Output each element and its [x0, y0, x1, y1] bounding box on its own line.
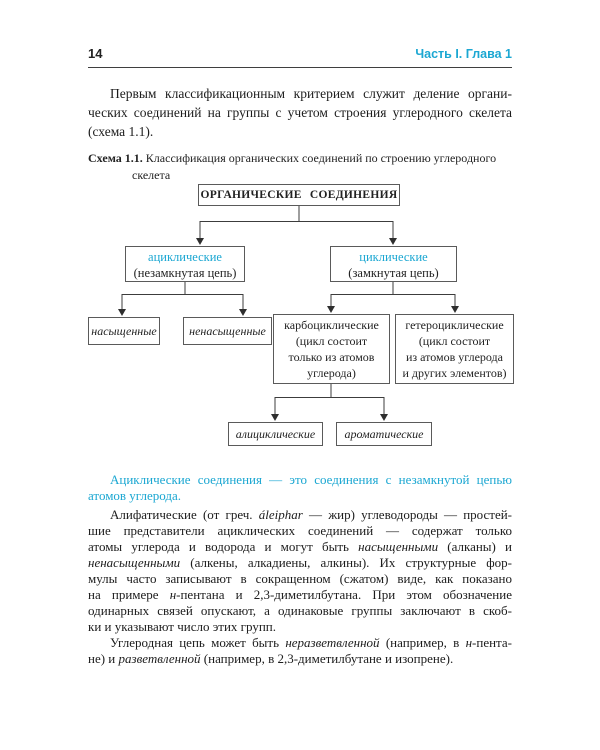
- diagram-node-alicyclic: алициклические: [228, 422, 323, 446]
- classification-diagram: ОРГАНИЧЕСКИЕ СОЕДИНЕНИЯ ациклические (не…: [0, 184, 600, 450]
- diagram-node-acyclic: ациклические (незамкнутая цепь): [125, 246, 245, 282]
- chapter-title: Часть I. Глава 1: [415, 47, 512, 61]
- scheme-caption: Схема 1.1. Классификация органических со…: [88, 150, 512, 184]
- arrowheads: [118, 238, 459, 421]
- carbon-chain-paragraph: Углеродная цепь может быть неразветвленн…: [88, 635, 512, 666]
- page-number: 14: [88, 46, 103, 61]
- diagram-node-aromatic: ароматические: [336, 422, 432, 446]
- aliphatic-paragraph: Алифатические (от греч. áleiphar — жир) …: [88, 507, 512, 634]
- scheme-caption-line2: скелета: [132, 168, 171, 182]
- definition-paragraph: Ациклические соединения — это соединения…: [88, 472, 512, 503]
- diagram-node-acyclic-subtitle: (незамкнутая цепь): [133, 266, 237, 280]
- diagram-node-cyclic: циклические (замкнутая цепь): [330, 246, 457, 282]
- diagram-node-cyclic-subtitle: (замкнутая цепь): [348, 266, 439, 280]
- diagram-connectors: [118, 206, 459, 421]
- scheme-caption-line1: Схема 1.1. Классификация органических со…: [88, 150, 512, 167]
- diagram-node-organic-compounds: ОРГАНИЧЕСКИЕ СОЕДИНЕНИЯ: [198, 184, 400, 206]
- scheme-caption-label: Схема 1.1.: [88, 151, 143, 165]
- page-header: 14 Часть I. Глава 1: [88, 0, 512, 68]
- diagram-node-unsaturated: ненасыщенные: [183, 317, 272, 345]
- intro-paragraph: Первым классификационным критерием служи…: [88, 86, 512, 139]
- diagram-node-acyclic-title: ациклические: [148, 250, 222, 264]
- scheme-caption-text: Классификация органических соединений по…: [145, 151, 497, 165]
- diagram-node-saturated: насыщенные: [88, 317, 160, 345]
- diagram-node-cyclic-title: циклические: [359, 250, 428, 264]
